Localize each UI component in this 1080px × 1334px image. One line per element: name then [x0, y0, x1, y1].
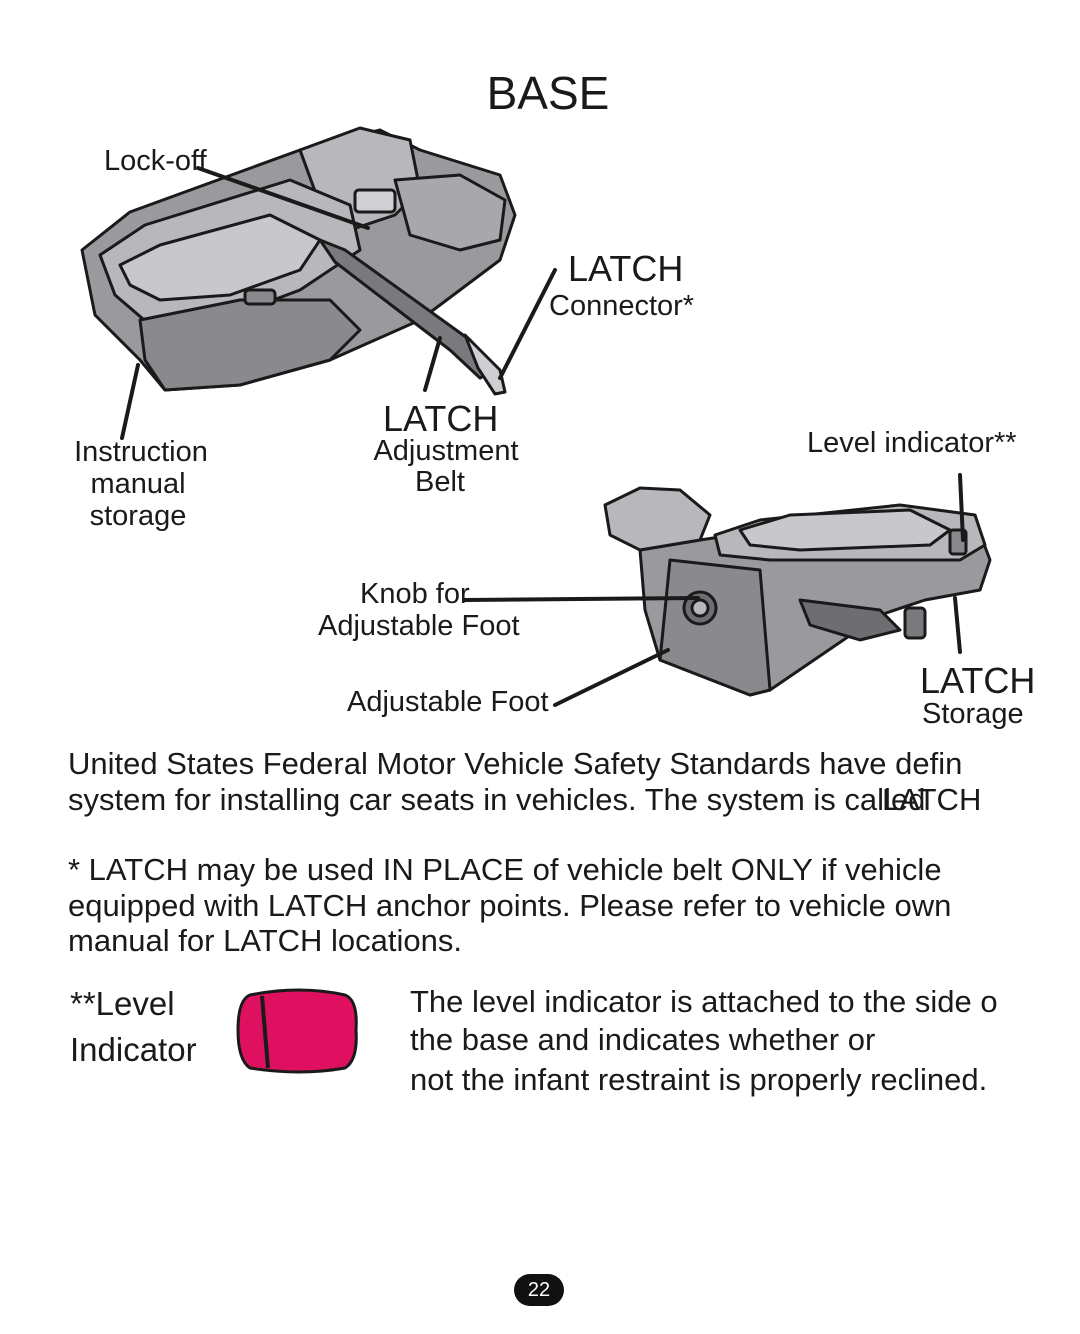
label-lock-off: Lock-off — [104, 145, 207, 177]
label-instruction-line3: storage — [89, 500, 187, 532]
label-latch-storage-sub: Storage — [922, 698, 1024, 730]
leader-lines — [120, 166, 965, 707]
label-knob-line1: Knob for — [360, 578, 470, 610]
page-number-badge: 22 — [514, 1274, 564, 1306]
leader-adjustable-foot — [553, 648, 670, 707]
label-latch-adjustment-line1: Adjustment — [373, 435, 519, 467]
label-level-indicator: Level indicator** — [807, 427, 1017, 459]
note-line-2: equipped with LATCH anchor points. Pleas… — [68, 888, 952, 923]
label-latch-connector-title: LATCH — [568, 248, 684, 289]
label-adjustable-foot: Adjustable Foot — [347, 686, 549, 718]
base-top-view-illustration — [80, 126, 517, 396]
leader-level-indicator — [958, 473, 965, 542]
fmvss-line-2: system for installing car seats in vehic… — [68, 782, 926, 817]
leader-lock-off — [196, 166, 370, 230]
leader-instruction-storage — [120, 363, 140, 440]
fmvss-line-1: United States Federal Motor Vehicle Safe… — [68, 746, 963, 781]
leader-latch-adjustment — [423, 336, 442, 392]
note-line-1: * LATCH may be used IN PLACE of vehicle … — [68, 852, 942, 887]
label-latch-connector-sub: Connector* — [549, 290, 695, 322]
level-indicator-label-line2: Indicator — [70, 1031, 197, 1068]
level-indicator-graphic — [236, 988, 358, 1074]
label-latch-adjustment-title: LATCH — [383, 398, 499, 439]
base-side-view-illustration — [603, 486, 992, 697]
label-latch-adjustment-line2: Belt — [415, 466, 465, 498]
level-indicator-desc-line2: the base and indicates whether or — [410, 1022, 876, 1057]
label-instruction-line2: manual — [90, 468, 186, 500]
label-knob-line2: Adjustable Foot — [318, 610, 520, 642]
note-line-3: manual for LATCH locations. — [68, 923, 462, 958]
level-indicator-label-line1: **Level — [70, 985, 175, 1022]
leader-latch-storage — [953, 596, 962, 654]
level-indicator-desc-line1: The level indicator is attached to the s… — [410, 984, 998, 1019]
label-instruction-line1: Instruction — [74, 436, 208, 468]
page-title: BASE — [486, 67, 610, 119]
leader-latch-connector — [498, 268, 557, 380]
leader-knob — [463, 596, 700, 602]
level-indicator-desc-line3: not the infant restraint is properly rec… — [410, 1062, 988, 1097]
label-latch-storage-title: LATCH — [920, 660, 1036, 701]
fmvss-latch-overlay: LATCH — [882, 782, 982, 817]
